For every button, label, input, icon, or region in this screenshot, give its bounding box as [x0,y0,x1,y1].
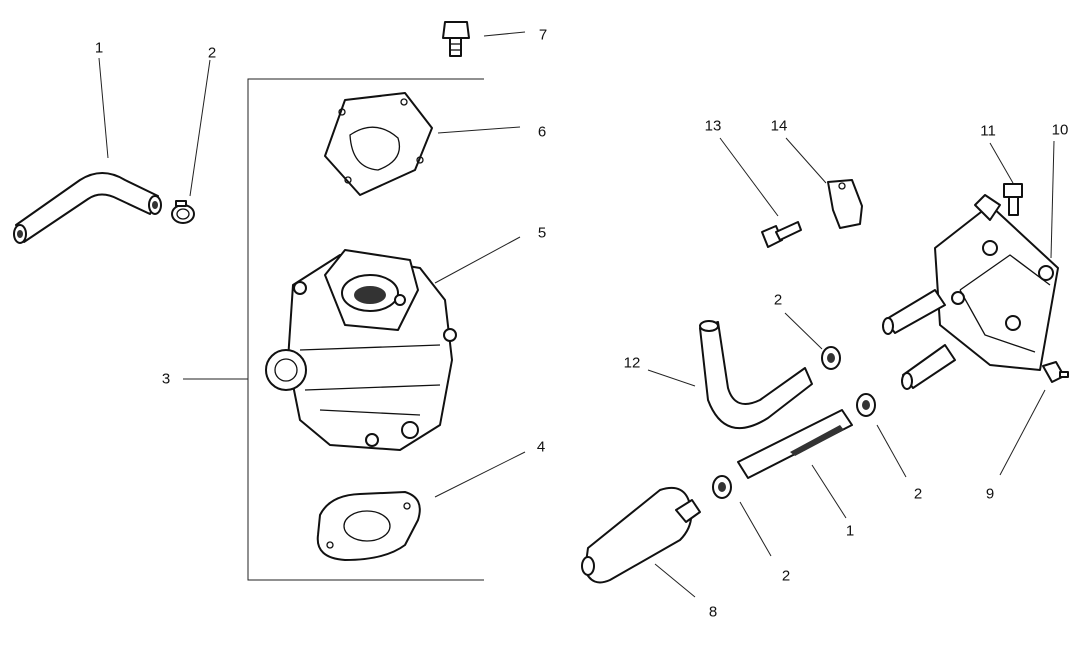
clamp-right-mid-part [856,393,876,417]
hose-right-straight-part [737,409,853,479]
callout-5-carburetor: 5 [537,224,547,242]
clamp-right-bottom-part [712,475,732,499]
clamp-right-top-part [821,346,841,370]
fitting-part [1042,361,1069,383]
callout-10-fuel-pump: 10 [1051,121,1069,139]
carburetor-part [265,249,457,451]
assembly-bracket [183,78,484,581]
hose-right-bent-part [699,320,813,430]
callout-7-bolt: 7 [538,26,548,44]
callout-8-fuel-filter: 8 [708,603,718,621]
callout-14-clip: 14 [770,117,788,135]
callout-2-clamp-bottom: 2 [781,567,791,585]
clamp-left-part [171,200,195,224]
lower-gasket-part [316,491,421,561]
leader-lines [98,31,1055,598]
callout-9-fitting: 9 [985,485,995,503]
callout-4-lower-gasket: 4 [536,438,546,456]
callout-12-hose: 12 [623,354,641,372]
callout-2-clamp: 2 [207,44,217,62]
callout-3-carb-assembly: 3 [161,370,171,388]
callout-2-clamp-mid: 2 [913,485,923,503]
callout-2-clamp-top: 2 [773,291,783,309]
bolt-part [442,21,470,57]
clip-part [827,179,863,229]
callout-1-hose: 1 [94,39,104,57]
pump-screw-part [1003,183,1023,216]
hose-left-part [13,172,162,244]
screw-part [761,221,802,248]
upper-gasket-part [324,92,433,196]
callout-6-upper-gasket: 6 [537,123,547,141]
callout-13-screw: 13 [704,117,722,135]
fuel-filter-part [581,486,701,584]
fuel-pump-part [882,194,1059,390]
callout-11-pump-screw: 11 [980,122,996,140]
callout-1-hose-right: 1 [845,522,855,540]
